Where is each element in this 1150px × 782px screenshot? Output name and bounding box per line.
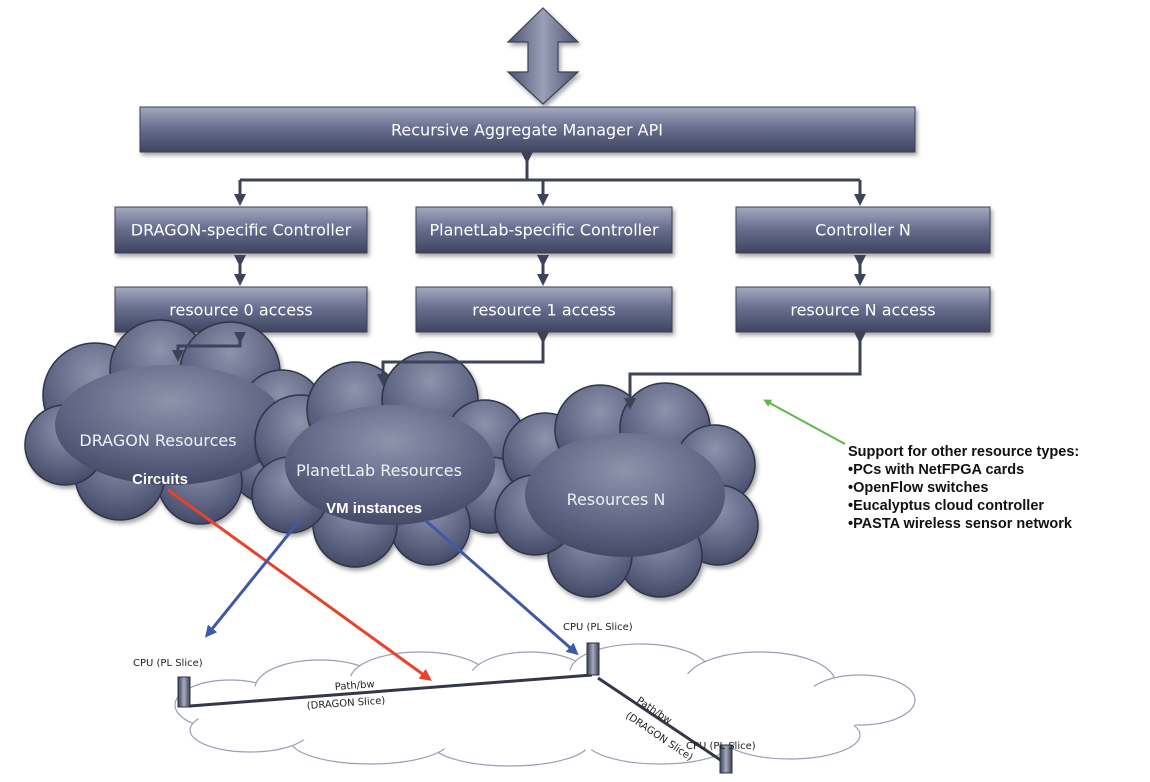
api-controller-connectors — [234, 152, 866, 206]
controller-planetlab: PlanetLab-specific Controller — [415, 206, 673, 254]
support-note-item: •Eucalyptus cloud controller — [848, 498, 1045, 514]
controller-dragon-label: DRAGON-specific Controller — [131, 221, 352, 240]
controller-n: Controller N — [735, 206, 991, 254]
vm-arrow-left — [204, 519, 302, 638]
cpu-node-right — [719, 744, 733, 774]
dragon-cloud-sub: Circuits — [132, 471, 188, 488]
access-box-n: resource N access — [735, 286, 991, 333]
controller-dragon: DRAGON-specific Controller — [114, 206, 368, 254]
support-note-list: •PCs with NetFPGA cards •OpenFlow switch… — [848, 461, 1079, 533]
circuits-arrow — [167, 488, 432, 681]
support-note-title: Support for other resource types: — [848, 444, 1080, 460]
support-note: Support for other resource types: •PCs w… — [848, 443, 1079, 533]
api-bar: Recursive Aggregate Manager API — [139, 106, 916, 153]
dragon-cloud-title: DRAGON Resources — [79, 431, 236, 450]
resources-n-cloud-title: Resources N — [567, 490, 666, 509]
support-note-item: •PCs with NetFPGA cards — [848, 462, 1025, 478]
support-note-item: •OpenFlow switches — [848, 480, 989, 496]
cpu-node-left — [177, 676, 191, 708]
api-bar-label: Recursive Aggregate Manager API — [391, 121, 663, 140]
path1-label-a: Path/bw — [334, 679, 375, 693]
slice-paths — [189, 673, 723, 763]
access-box-0-label: resource 0 access — [169, 301, 312, 320]
external-interface-arrow — [506, 7, 580, 105]
cpu-node-mid — [586, 642, 600, 676]
cpu-left-label: CPU (PL Slice) — [133, 658, 203, 669]
slice-network-cloud-fill — [190, 670, 880, 750]
planetlab-cloud-title: PlanetLab Resources — [296, 461, 462, 480]
access-box-n-label: resource N access — [790, 301, 935, 320]
cpu-mid-label: CPU (PL Slice) — [563, 622, 633, 633]
cpu-right-label: CPU (PL Slice) — [686, 741, 756, 752]
access-box-1-label: resource 1 access — [472, 301, 615, 320]
vm-arrow-right — [424, 518, 579, 656]
path1-label-b: (DRAGON Slice) — [306, 696, 385, 712]
support-pointer-arrow — [763, 399, 846, 445]
controller-access-connectors — [234, 255, 866, 286]
access-box-1: resource 1 access — [415, 286, 673, 333]
access-cloud-connectors — [172, 332, 866, 410]
planetlab-cloud-sub: VM instances — [326, 500, 422, 517]
controller-planetlab-label: PlanetLab-specific Controller — [429, 221, 658, 240]
controller-n-label: Controller N — [815, 221, 911, 240]
support-note-item: •PASTA wireless sensor network — [848, 516, 1072, 532]
